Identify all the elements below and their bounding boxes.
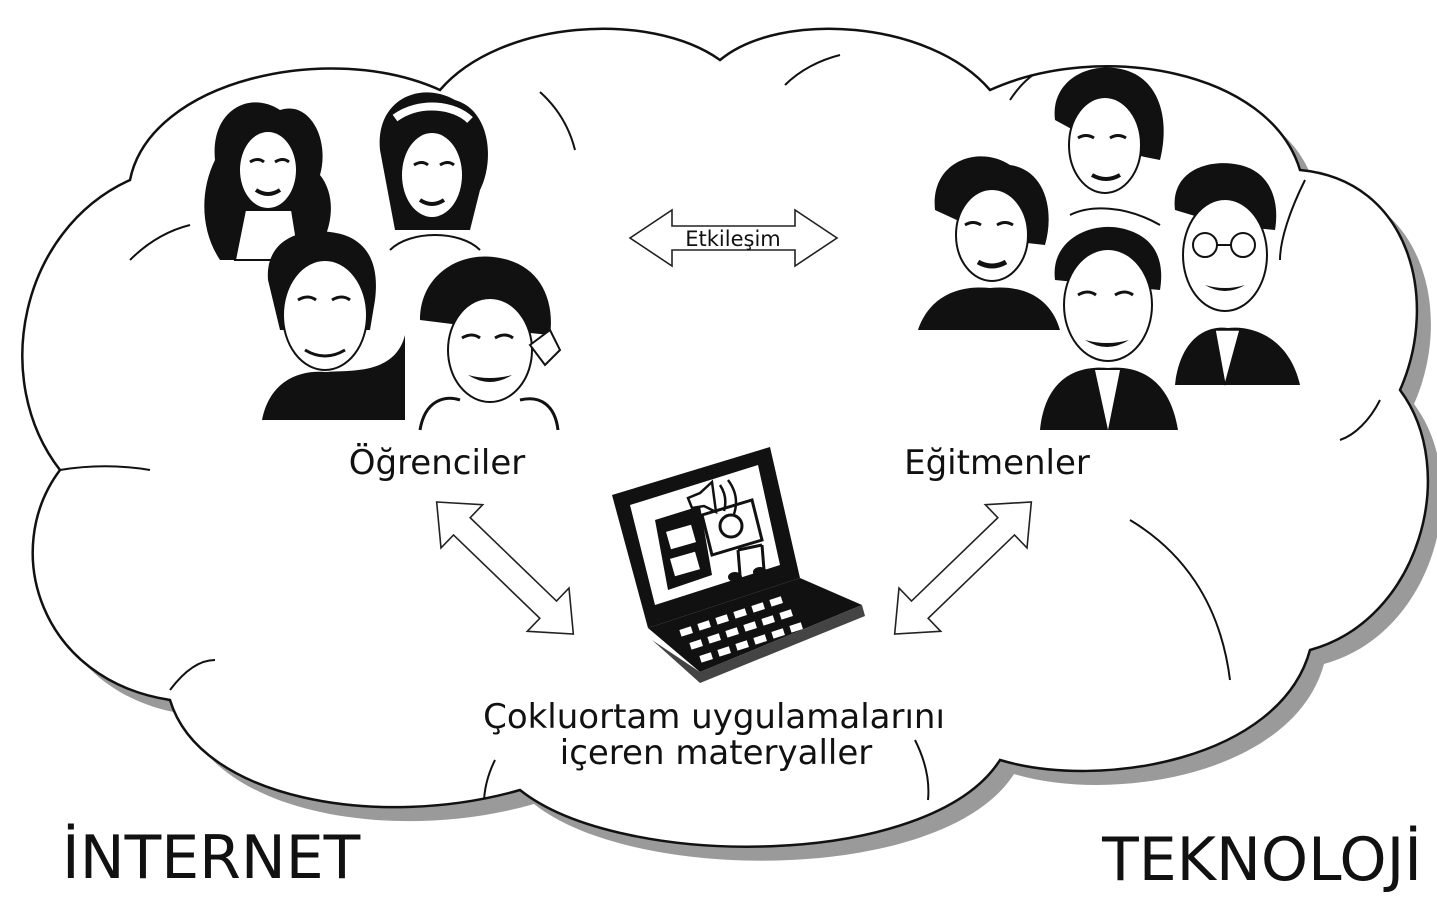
instructors-label: Eğitmenler bbox=[904, 443, 1090, 483]
materials-label-line1: Çokluortam uygulamalarını bbox=[483, 697, 945, 737]
students-to-materials-arrow bbox=[435, 501, 575, 635]
students-label: Öğrenciler bbox=[349, 442, 526, 483]
instructors-to-materials-arrow bbox=[893, 501, 1033, 635]
laptop-multimedia-icon bbox=[612, 447, 865, 683]
instructor-portraits-icon bbox=[918, 67, 1300, 430]
interaction-arrow: Etkileşim bbox=[628, 208, 839, 268]
cloud-inner-contours bbox=[59, 54, 1381, 821]
student-portraits-icon bbox=[204, 92, 562, 431]
cloud-outline bbox=[21, 27, 1430, 848]
interaction-label: Etkileşim bbox=[685, 227, 780, 251]
materials-label-line2: içeren materyaller bbox=[560, 733, 873, 773]
technology-label: TEKNOLOJİ bbox=[1101, 824, 1422, 895]
internet-label: İNTERNET bbox=[62, 822, 361, 893]
